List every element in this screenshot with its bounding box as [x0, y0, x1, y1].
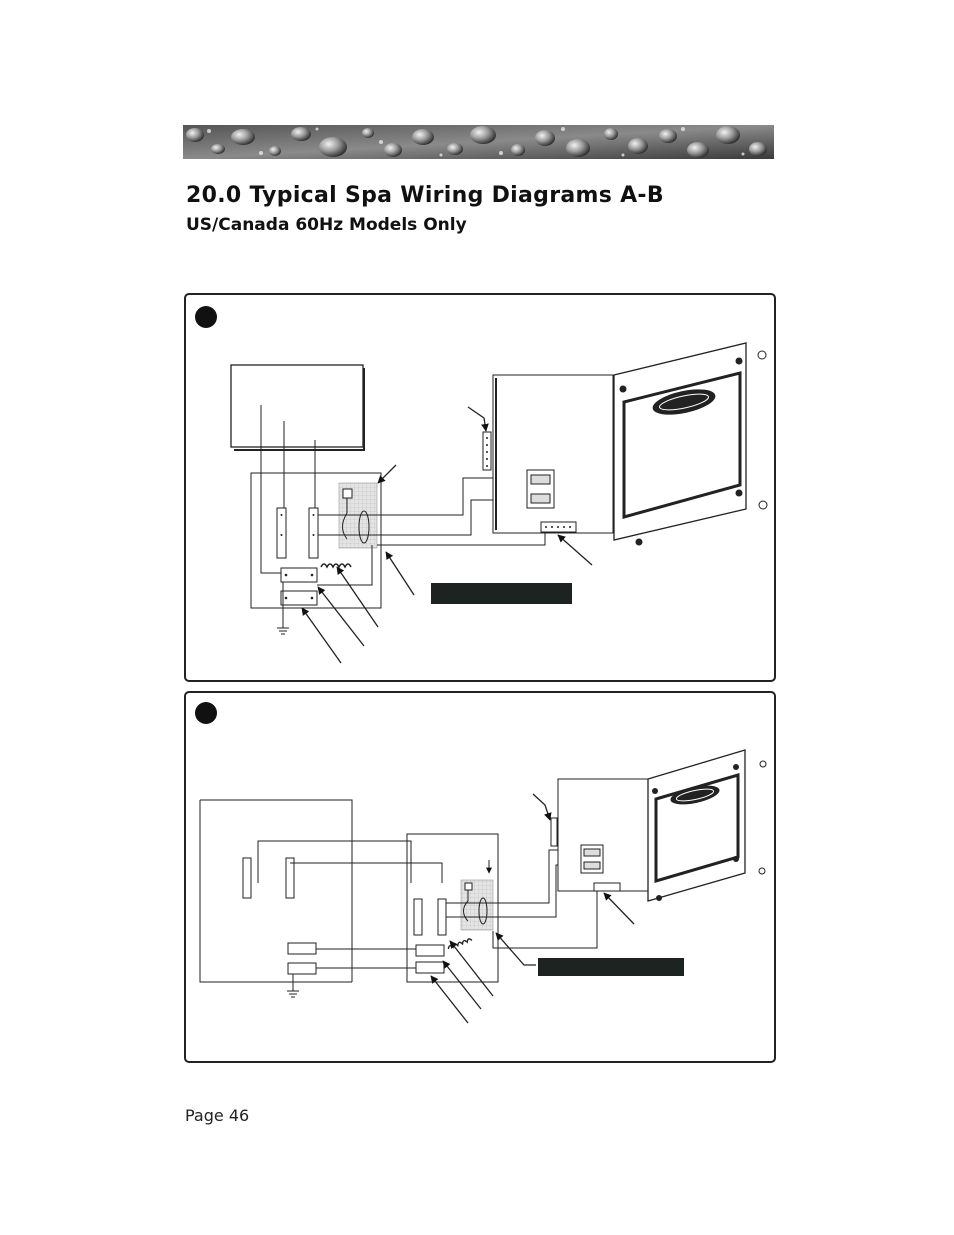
page-subtitle: US/Canada 60Hz Models Only [186, 215, 467, 235]
page-number: Page 46 [185, 1106, 250, 1125]
wiring-diagram-a [195, 306, 768, 664]
header-banner-image [183, 125, 774, 159]
diagram-marker-dot [195, 702, 217, 724]
diagram-marker-dot [195, 306, 217, 328]
page-title: 20.0 Typical Spa Wiring Diagrams A-B [186, 183, 664, 208]
wiring-diagram-b [195, 702, 767, 1024]
wiring-diagram-b-panel [184, 691, 776, 1063]
wiring-diagram-a-panel [184, 293, 776, 682]
